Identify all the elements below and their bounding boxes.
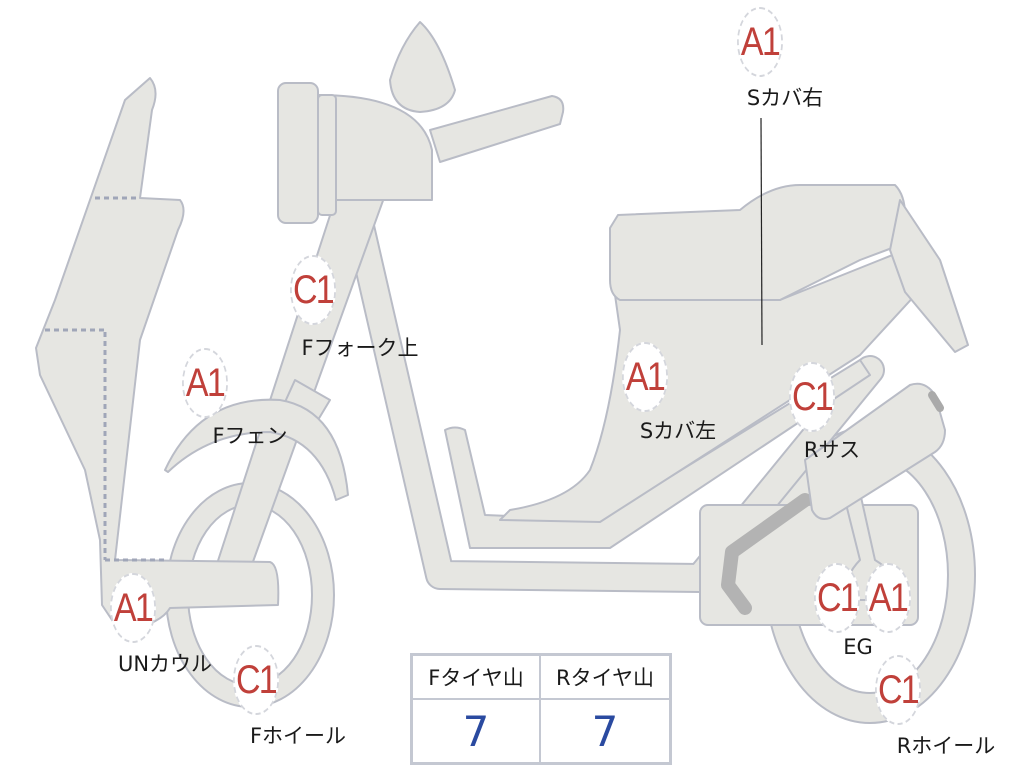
label-f-wheel: Fホイール xyxy=(249,724,347,748)
tail xyxy=(889,199,969,353)
label-s-cover-left: Sカバ左 xyxy=(639,419,717,443)
grade-badge-f-wheel: C1 xyxy=(233,645,279,715)
side-cover xyxy=(499,249,941,523)
grade-badge-engine-2: A1 xyxy=(865,563,911,633)
grade-badge-engine-1: C1 xyxy=(814,563,860,633)
grade-badge-f-fender: A1 xyxy=(182,348,228,418)
windscreen xyxy=(389,21,456,113)
headlight xyxy=(277,82,319,224)
label-r-suspension: Rサス xyxy=(803,438,861,462)
headlight-cover xyxy=(317,94,433,201)
handlebar xyxy=(429,95,565,163)
grade-badge-s-cover-left: A1 xyxy=(622,342,668,412)
grade-badge-r-wheel: C1 xyxy=(875,655,921,725)
grade-badge-r-suspension: C1 xyxy=(789,362,835,432)
value-r-tire: 7 xyxy=(591,706,619,756)
label-engine: EG xyxy=(843,635,873,659)
shock-absorber xyxy=(804,382,946,520)
label-f-fender: Fフェン xyxy=(212,424,288,448)
label-un-cowl: UNカウル xyxy=(117,652,213,676)
label-s-cover-right: Sカバ右 xyxy=(746,86,824,110)
value-f-tire: 7 xyxy=(413,700,541,762)
header-r-tire: Rタイヤ山 xyxy=(541,656,669,700)
tire-tread-table: Fタイヤ山 Rタイヤ山 7 7 xyxy=(410,653,672,765)
front-fender xyxy=(164,398,349,501)
label-f-fork-upper: Fフォーク上 xyxy=(301,336,419,360)
header-f-tire: Fタイヤ山 xyxy=(413,656,541,700)
grade-badge-s-cover-right: A1 xyxy=(737,7,783,77)
grade-badge-un-cowl: A1 xyxy=(110,573,156,643)
leader-line xyxy=(760,117,763,346)
label-r-wheel: Rホイール xyxy=(896,734,996,758)
grade-badge-f-fork-upper: C1 xyxy=(290,255,336,325)
seat xyxy=(609,184,906,301)
exhaust xyxy=(721,493,812,615)
